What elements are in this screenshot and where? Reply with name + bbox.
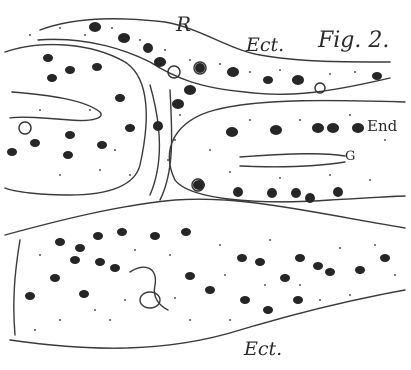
nucleus — [115, 94, 125, 102]
nucleus — [79, 290, 89, 298]
nucleus — [43, 54, 53, 62]
nucleus — [237, 254, 247, 262]
bottom-lobe-inner — [130, 267, 168, 310]
nucleus — [63, 151, 73, 159]
nucleus — [185, 272, 195, 280]
nucleus — [65, 131, 75, 139]
nucleus — [47, 74, 57, 82]
nucleus — [240, 296, 250, 304]
nucleus — [327, 123, 339, 133]
nucleus-light — [168, 66, 180, 78]
stalk-outline — [150, 85, 172, 200]
nucleus — [150, 232, 160, 240]
nucleus — [93, 232, 103, 240]
nucleus — [226, 127, 238, 137]
nuclei — [7, 22, 390, 314]
nucleus — [263, 76, 273, 84]
nucleus — [325, 268, 335, 276]
label-ectoderm-top: Ect. — [246, 36, 284, 55]
bottom-edge — [14, 240, 20, 335]
nucleus — [92, 63, 102, 71]
label-ectoderm-bottom: Ect. — [244, 340, 282, 359]
nucleus — [291, 188, 301, 198]
nucleus — [110, 264, 120, 272]
nucleus — [65, 66, 75, 74]
nucleus — [380, 254, 390, 262]
nucleus — [267, 188, 277, 198]
nucleus-light — [19, 122, 31, 134]
nucleus — [233, 187, 243, 197]
bottom-lobe-outline — [5, 199, 405, 348]
label-r: R — [176, 14, 191, 34]
nucleus — [227, 67, 239, 77]
nucleus — [313, 262, 323, 270]
nucleus — [255, 258, 265, 266]
nucleus — [89, 22, 101, 32]
nucleus — [55, 238, 65, 246]
nucleus — [270, 125, 282, 135]
figure-label: Fig. 2. — [318, 30, 389, 52]
nucleus — [263, 306, 273, 314]
nucleus — [280, 274, 290, 282]
nucleus — [352, 123, 364, 133]
stippling — [29, 27, 396, 331]
nucleus — [25, 292, 35, 300]
nucleus — [30, 139, 40, 147]
nucleus — [184, 85, 196, 95]
nucleus — [333, 187, 343, 197]
nucleus — [95, 258, 105, 266]
nucleus — [143, 43, 153, 53]
nucleus — [117, 228, 127, 236]
nucleus — [125, 124, 135, 132]
nucleus — [312, 123, 324, 133]
nucleus — [153, 121, 163, 131]
nucleus — [292, 75, 304, 85]
nucleus — [50, 274, 60, 282]
nucleus — [293, 296, 303, 304]
label-g: G — [345, 150, 355, 163]
nucleus — [75, 244, 85, 252]
nucleus — [7, 148, 17, 156]
nucleus — [372, 72, 382, 80]
nucleus — [118, 33, 130, 43]
nucleus — [305, 193, 315, 203]
nucleus — [355, 266, 365, 274]
nucleus — [97, 141, 107, 149]
nucleus — [195, 63, 205, 73]
nucleus — [154, 57, 166, 67]
nucleus — [70, 256, 80, 264]
nucleus — [295, 254, 305, 262]
nucleus — [172, 99, 184, 109]
label-endoderm: End — [367, 119, 397, 134]
gut-lumen-outline — [240, 154, 345, 167]
left-lobe-inner — [10, 92, 101, 121]
nucleus — [181, 228, 191, 236]
nucleus — [205, 286, 215, 294]
